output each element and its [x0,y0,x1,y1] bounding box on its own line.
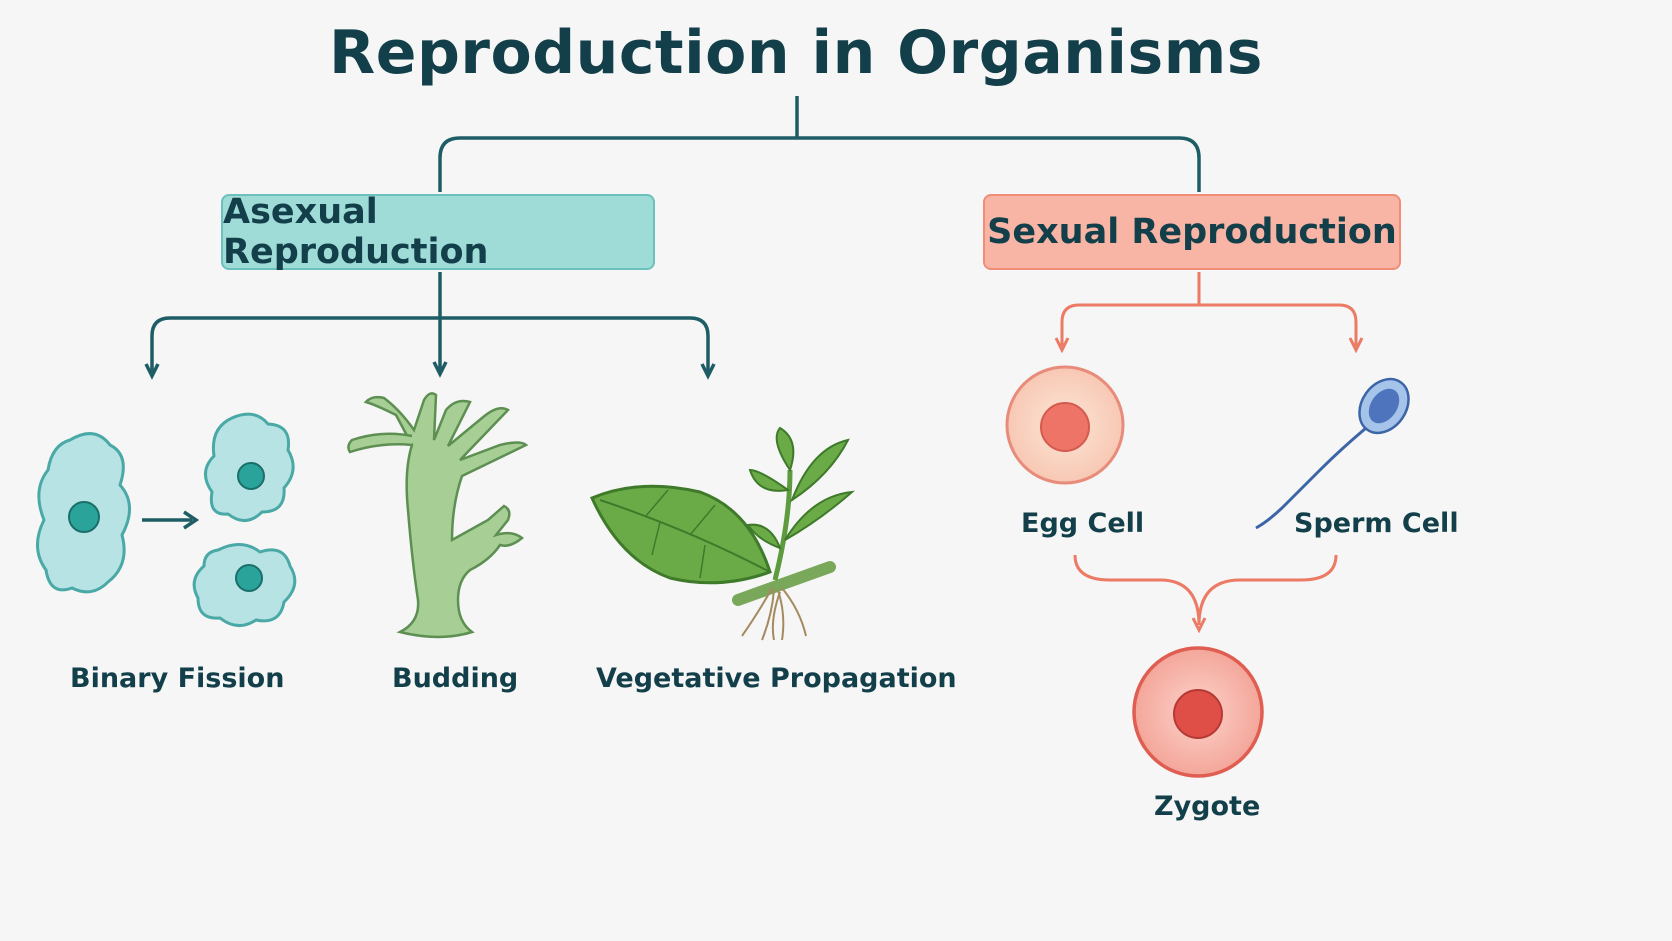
hydra-icon [347,392,529,639]
diagram-title: Reproduction in Organisms [329,18,1263,88]
root-connector [438,96,1201,192]
amoeba-icon [36,412,297,627]
leaf-cutting-icon [589,426,856,641]
sexual-connectors [1054,272,1364,634]
asexual-reproduction-box: Asexual Reproduction [221,192,655,272]
sexual-reproduction-box: Sexual Reproduction [983,194,1401,270]
budding-label: Budding [392,663,519,694]
binary-fission-label: Binary Fission [70,663,285,694]
egg-cell-icon [1005,365,1125,485]
zygote-icon [1132,646,1264,778]
egg-cell-label: Egg Cell [1021,508,1145,539]
vegetative-propagation-label: Vegetative Propagation [596,663,957,694]
asexual-connectors [144,272,716,380]
zygote-label: Zygote [1154,791,1261,822]
sperm-cell-icon [1255,377,1410,530]
sperm-cell-label: Sperm Cell [1294,508,1459,539]
